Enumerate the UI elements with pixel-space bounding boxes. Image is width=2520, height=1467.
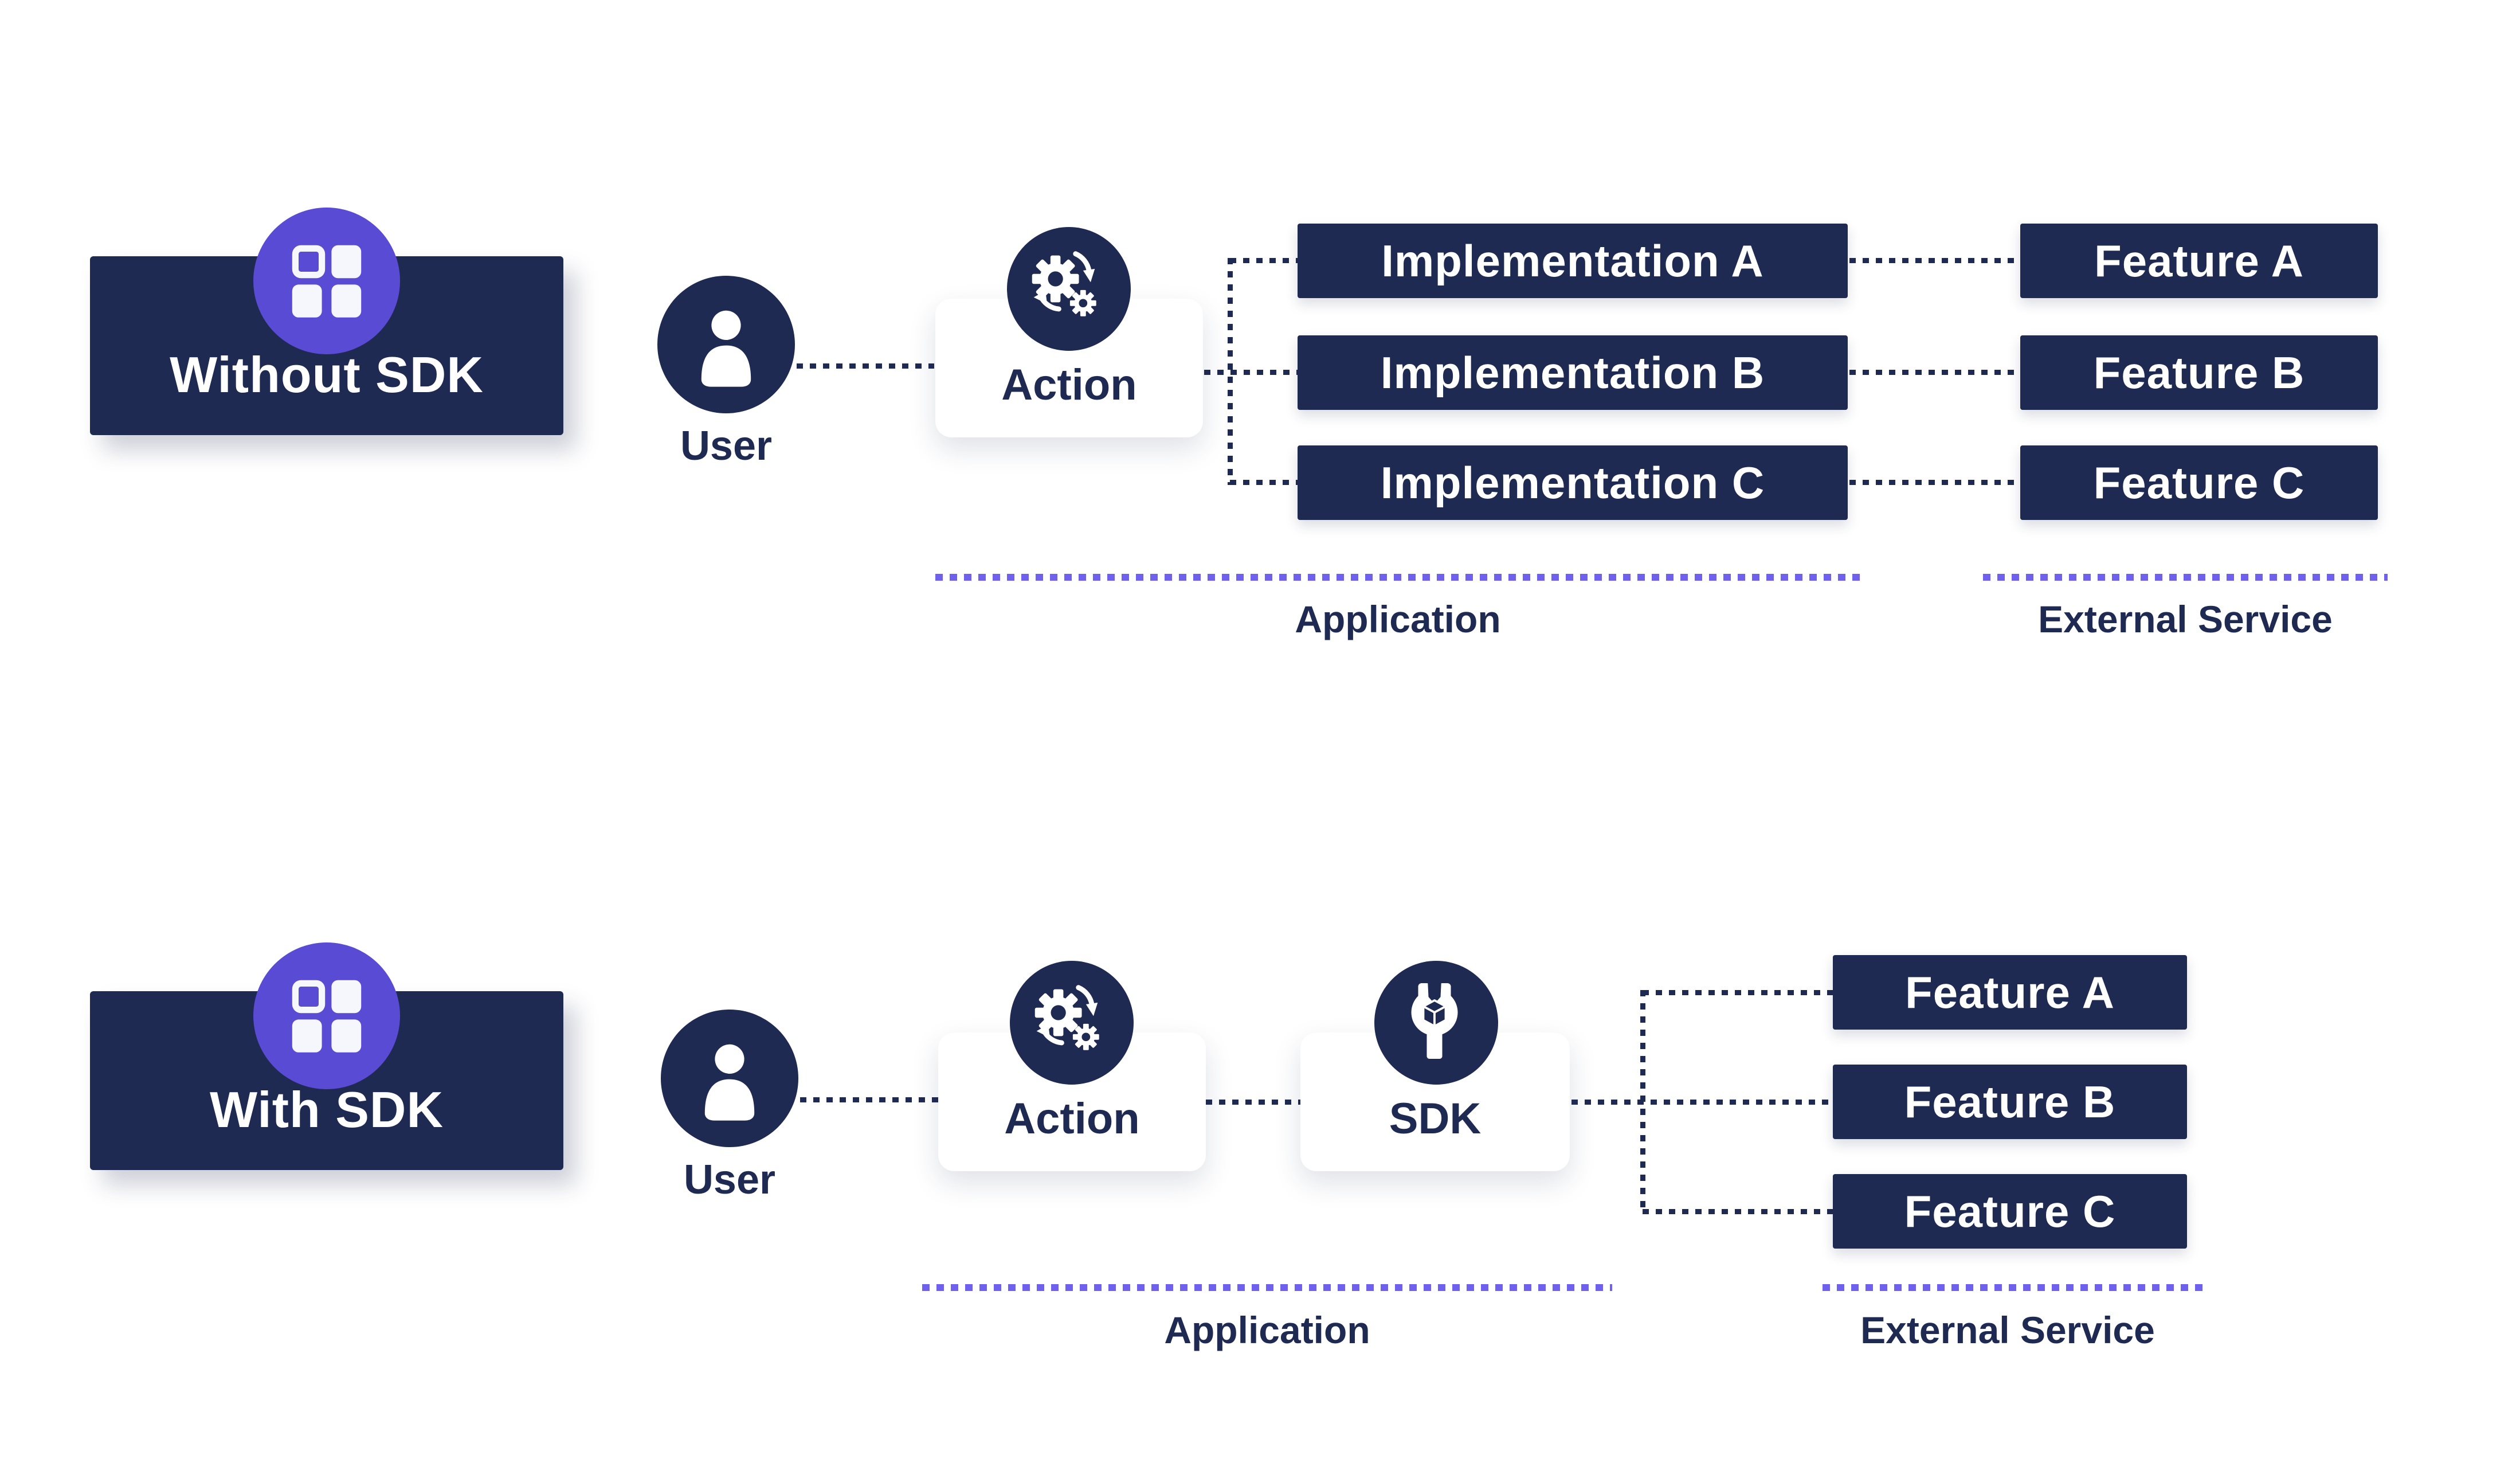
implementation-b-label: Implementation B	[1380, 347, 1765, 398]
feature-c-label: Feature C	[1904, 1186, 2116, 1237]
application-zone-line	[922, 1284, 1612, 1291]
bracket-features	[1640, 990, 1645, 1214]
application-zone-line	[935, 574, 1860, 581]
connector-action-sdk	[1206, 1100, 1300, 1105]
bracket-implementations	[1228, 258, 1233, 485]
user-icon	[657, 276, 795, 413]
connector-implementation-a-feature-a	[1849, 258, 2019, 263]
feature-a-box: Feature A	[2020, 224, 2378, 298]
connector-bracket-feature-c	[1643, 1209, 1833, 1214]
connector-bracket-implementation-a	[1230, 258, 1298, 263]
application-zone-label: Application	[1164, 1309, 1370, 1351]
implementation-c-box: Implementation C	[1298, 445, 1848, 520]
implementation-a-label: Implementation A	[1381, 235, 1764, 286]
action-node-label: Action	[1004, 1094, 1140, 1143]
implementation-b-box: Implementation B	[1298, 335, 1848, 410]
external-service-zone-line	[1823, 1284, 2204, 1291]
sdk-node-label: SDK	[1389, 1094, 1482, 1143]
connector-user-action	[800, 1097, 938, 1102]
feature-c-box: Feature C	[1833, 1174, 2187, 1249]
feature-b-box: Feature B	[2020, 335, 2378, 410]
user-label: User	[683, 1157, 776, 1203]
action-node-label: Action	[1001, 361, 1137, 409]
connector-sdk-feature-b	[1571, 1100, 1833, 1105]
feature-c-label: Feature C	[2093, 457, 2305, 508]
connector-bracket-implementation-c	[1230, 480, 1298, 485]
without-sdk-badge-circle	[253, 208, 400, 354]
application-zone-label: Application	[1295, 598, 1501, 640]
wrench-cube-icon	[1374, 961, 1498, 1085]
connector-implementation-c-feature-c	[1849, 480, 2019, 485]
external-service-zone-label: External Service	[2038, 598, 2333, 640]
with-sdk-badge-circle	[253, 942, 400, 1089]
feature-b-box: Feature B	[1833, 1065, 2187, 1139]
implementation-a-box: Implementation A	[1298, 224, 1848, 298]
user-label: User	[680, 423, 773, 469]
feature-a-box: Feature A	[1833, 955, 2187, 1030]
grid-icon	[287, 975, 367, 1058]
action-node: Action	[938, 1032, 1206, 1171]
without-sdk-badge-label: Without SDK	[170, 346, 484, 403]
feature-a-label: Feature A	[1905, 967, 2115, 1018]
feature-c-box: Feature C	[2020, 445, 2378, 520]
external-service-zone-label: External Service	[1860, 1309, 2155, 1351]
feature-b-label: Feature B	[2093, 347, 2305, 398]
with-sdk-badge-label: With SDK	[209, 1081, 444, 1138]
gears-sync-icon	[1007, 227, 1131, 351]
feature-a-label: Feature A	[2094, 235, 2304, 286]
action-node: Action	[935, 299, 1203, 437]
connector-bracket-feature-a	[1643, 990, 1833, 995]
connector-implementation-b-feature-b	[1849, 370, 2019, 375]
connector-user-action	[797, 363, 934, 369]
connector-action-implementation-b	[1204, 370, 1298, 375]
user-icon	[661, 1010, 798, 1147]
external-service-zone-line	[1983, 574, 2388, 581]
feature-b-label: Feature B	[1904, 1076, 2116, 1127]
gears-sync-icon	[1010, 961, 1134, 1085]
implementation-c-label: Implementation C	[1380, 457, 1765, 508]
grid-icon	[287, 240, 367, 323]
